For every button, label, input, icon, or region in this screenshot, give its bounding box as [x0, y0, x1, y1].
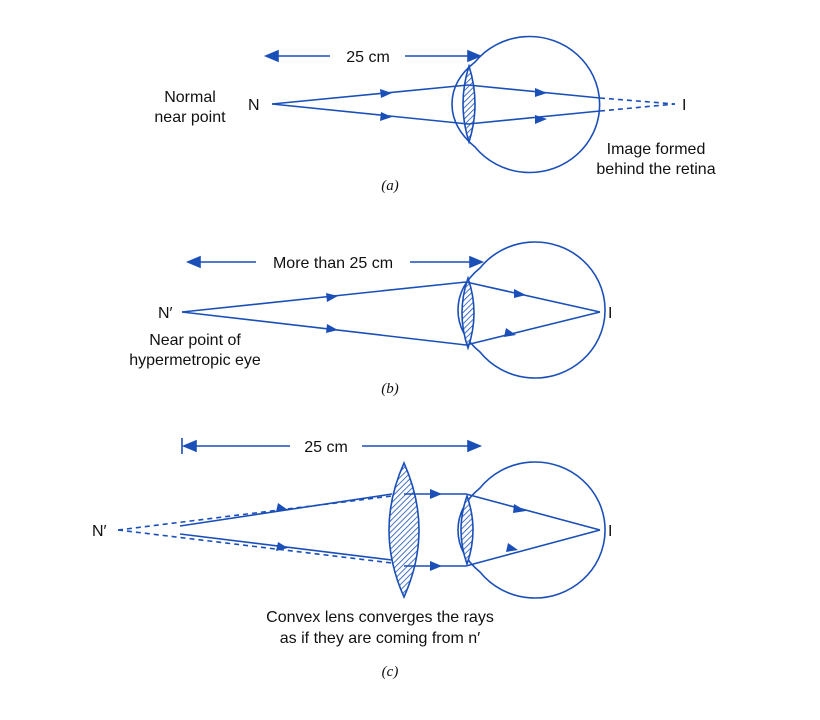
eye-lens-a	[462, 63, 476, 145]
distance-arrow-b	[185, 255, 485, 269]
caption-a: (a)	[381, 178, 399, 194]
eyeball-c	[457, 461, 606, 599]
image-caption-a-line2: behind the retina	[596, 161, 715, 178]
object-caption-a-line1: Normal	[164, 89, 216, 106]
object-caption-b-line2: hypermetropic eye	[129, 352, 261, 369]
bottom-caption-c-line1: Convex lens converges the rays	[266, 609, 494, 626]
rays-c	[117, 493, 601, 567]
ray-arrowheads-b	[326, 289, 526, 337]
ray-arrowheads-c	[276, 489, 526, 571]
panel-b: More than 25 cm N′ Near point of hyperme…	[129, 241, 612, 397]
distance-arrow-a	[263, 49, 483, 63]
panel-a: 25 cm N Normal near point I Image formed…	[154, 35, 716, 194]
eye-lens-c	[460, 493, 474, 567]
ray-arrowheads-a	[380, 88, 547, 124]
eyeball-b	[457, 241, 606, 379]
image-label-c: I	[608, 523, 612, 540]
eyeball-a	[451, 35, 601, 174]
image-label-b: I	[608, 305, 612, 322]
image-caption-a-line1: Image formed	[607, 141, 706, 158]
object-label-a: N	[248, 97, 260, 114]
panel-c: 25 cm N′ I Convex	[92, 438, 612, 680]
convex-lens-c	[388, 461, 420, 599]
rays-a	[271, 84, 676, 125]
object-label-c: N′	[92, 523, 107, 540]
caption-b: (b)	[381, 381, 399, 397]
caption-c: (c)	[382, 664, 399, 680]
distance-label-b: More than 25 cm	[273, 255, 393, 272]
distance-label-a: 25 cm	[346, 49, 390, 66]
eye-lens-b	[461, 275, 475, 351]
object-caption-a-line2: near point	[154, 109, 226, 126]
bottom-caption-c-line2: as if they are coming from n′	[280, 630, 480, 647]
object-caption-b-line1: Near point of	[149, 332, 241, 349]
distance-label-c: 25 cm	[304, 439, 348, 456]
object-label-b: N′	[158, 305, 173, 322]
distance-arrow-c	[181, 438, 483, 454]
rays-b	[181, 281, 601, 346]
image-label-a: I	[682, 97, 686, 114]
